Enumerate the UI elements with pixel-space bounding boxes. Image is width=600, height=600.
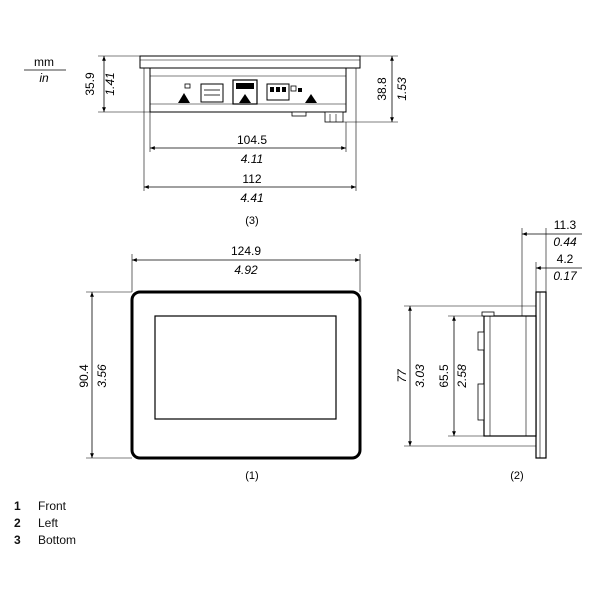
legend-item-front: 1 Front [14, 498, 76, 515]
left-view: 11.3 0.44 4.2 0.17 77 3.03 65.5 2.58 (2) [395, 218, 582, 482]
legend-number: 3 [14, 533, 21, 547]
bottom-height-left-in: 1.41 [103, 72, 117, 95]
bottom-height-left-mm: 35.9 [83, 72, 97, 96]
bottom-view-connector-left [178, 83, 224, 103]
left-bezel-thickness-mm: 4.2 [557, 252, 574, 266]
bottom-view-bezel [139, 55, 361, 69]
bottom-width-inner-in: 4.11 [241, 152, 263, 166]
unit-mm-label: mm [34, 55, 54, 69]
left-view-housing [483, 315, 537, 437]
legend-item-left: 2 Left [14, 515, 76, 532]
front-view: 124.9 4.92 90.4 3.56 (1) [77, 244, 362, 482]
left-height-outer-in: 3.03 [413, 364, 427, 388]
left-depth-in: 0.44 [553, 235, 577, 249]
bottom-width-outer-mm: 112 [242, 172, 261, 186]
front-height-mm: 90.4 [77, 364, 91, 388]
bottom-height-right-mm: 38.8 [375, 77, 389, 101]
front-width-in: 4.92 [234, 263, 258, 277]
front-view-label: (1) [245, 470, 258, 482]
front-view-screen [154, 315, 337, 420]
legend-number: 2 [14, 516, 21, 530]
bottom-view-ethernet-port [232, 79, 258, 105]
bottom-view-power-terminal [266, 83, 317, 103]
front-height-in: 3.56 [95, 364, 109, 388]
left-height-inner-mm: 65.5 [437, 364, 451, 388]
legend-item-bottom: 3 Bottom [14, 532, 76, 549]
left-view-connector-bottom [477, 383, 485, 421]
legend-text: Front [38, 499, 67, 513]
units-key: mm in [24, 55, 66, 85]
bottom-view-clip [291, 111, 344, 123]
bottom-view-label: (3) [245, 215, 258, 227]
legend-text: Left [38, 516, 59, 530]
left-height-inner-in: 2.58 [455, 364, 469, 389]
left-view-label: (2) [510, 470, 523, 482]
legend: 1 Front 2 Left 3 Bottom [14, 498, 76, 549]
left-view-connector-top [477, 331, 485, 351]
left-height-outer-mm: 77 [395, 368, 409, 383]
bottom-width-inner-mm: 104.5 [237, 133, 267, 147]
legend-number: 1 [14, 499, 21, 513]
legend-text: Bottom [38, 533, 77, 547]
bottom-width-outer-in: 4.41 [240, 191, 263, 205]
left-depth-mm: 11.3 [554, 218, 577, 232]
front-width-mm: 124.9 [231, 244, 261, 258]
bottom-height-right-in: 1.53 [395, 77, 409, 101]
bottom-view: 35.9 1.41 38.8 1.53 104.5 4.11 112 4.41 … [83, 55, 409, 227]
unit-in-label: in [39, 71, 49, 85]
left-view-bezel [535, 291, 547, 459]
left-bezel-thickness-in: 0.17 [553, 269, 578, 283]
